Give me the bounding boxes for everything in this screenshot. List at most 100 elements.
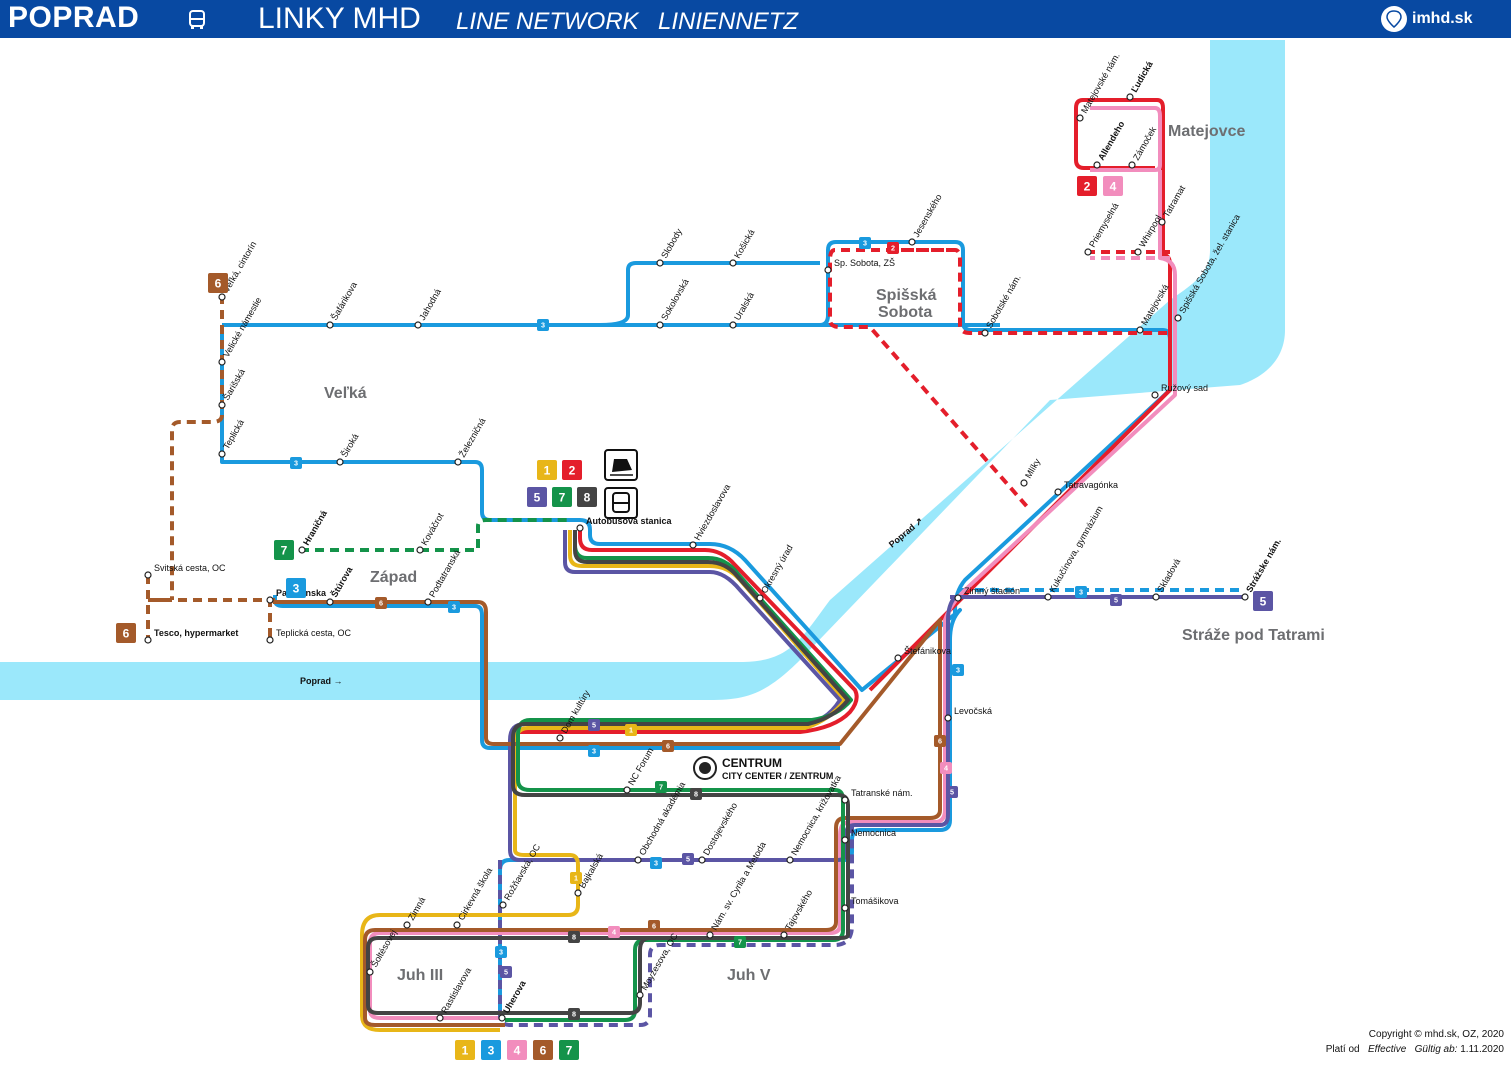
stop-label[interactable]: Okresný úrad xyxy=(759,543,795,595)
stop-label[interactable]: Ľudická xyxy=(1129,59,1155,94)
stop-label[interactable]: Dostojevského xyxy=(701,801,739,857)
route-label-badge[interactable]: 3 xyxy=(290,457,302,469)
stop-label[interactable]: Levočská xyxy=(954,706,992,716)
stop-label[interactable]: Tatravagónka xyxy=(1064,480,1118,490)
stop-label[interactable]: Bajkalská xyxy=(577,852,605,890)
stop-label[interactable]: Priemyselná xyxy=(1087,201,1120,249)
stop-label[interactable]: Sp. Sobota, ZŠ xyxy=(834,258,895,268)
stop-label[interactable]: Tatranské nám. xyxy=(851,788,913,798)
stop-label[interactable]: Kováčrot xyxy=(419,511,446,547)
route-label-badge[interactable]: 6 xyxy=(662,740,674,752)
stop-label[interactable]: Slobody xyxy=(659,226,684,260)
route-label-badge[interactable]: 5 xyxy=(500,966,512,978)
stop-label[interactable]: Hviezdoslavova xyxy=(692,482,732,542)
route-label-badge[interactable]: 7 xyxy=(655,781,667,793)
route-label-badge[interactable]: 3 xyxy=(495,946,507,958)
terminal-badge-matejovce[interactable]: 4 xyxy=(1103,176,1123,196)
stop-label[interactable]: Rastislavova xyxy=(439,966,473,1015)
stop-label[interactable]: Šarišská xyxy=(221,367,247,402)
route-label-badge[interactable]: 3 xyxy=(650,857,662,869)
stop-marker xyxy=(1128,161,1136,169)
stop-label[interactable]: Kukučínova, gymnázium xyxy=(1047,504,1105,594)
stop-label[interactable]: Zimný štadión xyxy=(964,586,1020,596)
stop-label[interactable]: Sokolovská xyxy=(659,277,691,322)
terminal-badge-autobusova[interactable]: 5 xyxy=(527,487,547,507)
route-label-badge[interactable]: 3 xyxy=(448,601,460,613)
route-label-badge[interactable]: 2 xyxy=(887,242,899,254)
stop-label[interactable]: Allendeho xyxy=(1096,119,1127,162)
route-label-badge[interactable]: 8 xyxy=(568,931,580,943)
route-label-badge[interactable]: 5 xyxy=(1110,594,1122,606)
stop-label[interactable]: Autobusová stanica xyxy=(586,516,673,526)
route-label-badge[interactable]: 5 xyxy=(682,853,694,865)
terminal-badge-tesco[interactable]: 6 xyxy=(116,623,136,643)
stop-label[interactable]: Košická xyxy=(732,228,756,260)
terminal-badge-juh3[interactable]: 6 xyxy=(533,1040,553,1060)
terminal-badge-matejovce[interactable]: 2 xyxy=(1077,176,1097,196)
badge-number: 5 xyxy=(950,788,954,797)
stop-label[interactable]: Teplická xyxy=(221,418,246,451)
imhd-logo[interactable]: imhd.sk xyxy=(1381,5,1472,33)
route-label-badge[interactable]: 4 xyxy=(608,926,620,938)
route-label-badge[interactable]: 3 xyxy=(588,745,600,757)
terminal-badge-autobusova[interactable]: 8 xyxy=(577,487,597,507)
stop-label[interactable]: Zimná xyxy=(406,895,427,922)
route-label-badge[interactable]: 1 xyxy=(625,724,637,736)
stop-label[interactable]: Tajovského xyxy=(783,888,814,932)
route-label-badge[interactable]: 1 xyxy=(570,872,582,884)
terminal-badge-juh3[interactable]: 4 xyxy=(507,1040,527,1060)
route-label-badge[interactable]: 4 xyxy=(940,762,952,774)
stop-label[interactable]: NC Forum xyxy=(626,746,655,787)
route-label-badge[interactable]: 5 xyxy=(588,719,600,731)
stop-label[interactable]: Ružový sad xyxy=(1161,383,1208,393)
stop-label[interactable]: Sobotské nám. xyxy=(984,273,1023,330)
badge-number: 1 xyxy=(544,463,551,477)
stop-label[interactable]: Hraničná xyxy=(301,508,329,547)
route-label-badge[interactable]: 3 xyxy=(1075,586,1087,598)
route-label-badge[interactable]: 6 xyxy=(375,597,387,609)
route-label-badge[interactable]: 7 xyxy=(734,936,746,948)
stop-label[interactable]: Štefánikova xyxy=(904,646,951,656)
stop-label[interactable]: Široká xyxy=(339,432,360,459)
stop-label[interactable]: Velické námestie xyxy=(221,296,263,359)
stop-label[interactable]: Železničná xyxy=(457,416,487,459)
route-label-badge[interactable]: 5 xyxy=(946,786,958,798)
terminal-badge-autobusova[interactable]: 7 xyxy=(552,487,572,507)
route-line-5 xyxy=(508,530,1245,862)
stop-label[interactable]: Šafárikova xyxy=(329,280,359,322)
stop-label[interactable]: Nám. sv. Cyrila a Metoda xyxy=(709,840,768,932)
stop-label[interactable]: Svitská cesta, OC xyxy=(154,563,226,573)
stop-label[interactable]: Tomášikova xyxy=(851,896,899,906)
terminal-badge-partizanska[interactable]: 3 xyxy=(286,578,306,598)
route-label-badge[interactable]: 8 xyxy=(568,1008,580,1020)
stop-label[interactable]: Matejovské nám. xyxy=(1079,51,1122,115)
stop-label[interactable]: Tesco, hypermarket xyxy=(154,628,238,638)
terminal-badge-autobusova[interactable]: 2 xyxy=(562,460,582,480)
route-label-badge[interactable]: 3 xyxy=(859,237,871,249)
terminal-badge-juh3[interactable]: 7 xyxy=(559,1040,579,1060)
stop-label[interactable]: Teplická cesta, OC xyxy=(276,628,352,638)
stop-label[interactable]: Uralská xyxy=(732,291,756,322)
terminal-badge-autobusova[interactable]: 1 xyxy=(537,460,557,480)
stop-marker xyxy=(454,458,462,466)
stop-label[interactable]: Podtatranská xyxy=(427,548,462,599)
terminal-badge-hranicna[interactable]: 7 xyxy=(274,540,294,560)
stop-label[interactable]: Tatramat xyxy=(1161,183,1187,219)
route-label-badge[interactable]: 6 xyxy=(648,920,660,932)
route-label-badge[interactable]: 6 xyxy=(934,735,946,747)
route-label-badge[interactable]: 8 xyxy=(690,788,702,800)
route-label-badge[interactable]: 3 xyxy=(537,319,549,331)
stop-label[interactable]: Zámoček xyxy=(1131,125,1158,162)
terminal-badge-juh3[interactable]: 3 xyxy=(481,1040,501,1060)
stop-label[interactable]: Strážske nám. xyxy=(1244,537,1283,594)
stop-label[interactable]: Jahodná xyxy=(417,287,443,322)
route-label-badge[interactable]: 3 xyxy=(952,664,964,676)
terminal-badge-straze[interactable]: 5 xyxy=(1253,591,1273,611)
terminal-badge-juh3[interactable]: 1 xyxy=(455,1040,475,1060)
stop-label[interactable]: Nemocnica xyxy=(851,828,896,838)
stop-label[interactable]: Jesenského xyxy=(911,192,944,239)
stop-label[interactable]: Uherova xyxy=(501,978,528,1015)
stop-label[interactable]: Štúrova xyxy=(328,564,355,599)
terminal-badge-velka[interactable]: 6 xyxy=(208,273,228,293)
stop-label[interactable]: Mlíky xyxy=(1023,456,1042,480)
